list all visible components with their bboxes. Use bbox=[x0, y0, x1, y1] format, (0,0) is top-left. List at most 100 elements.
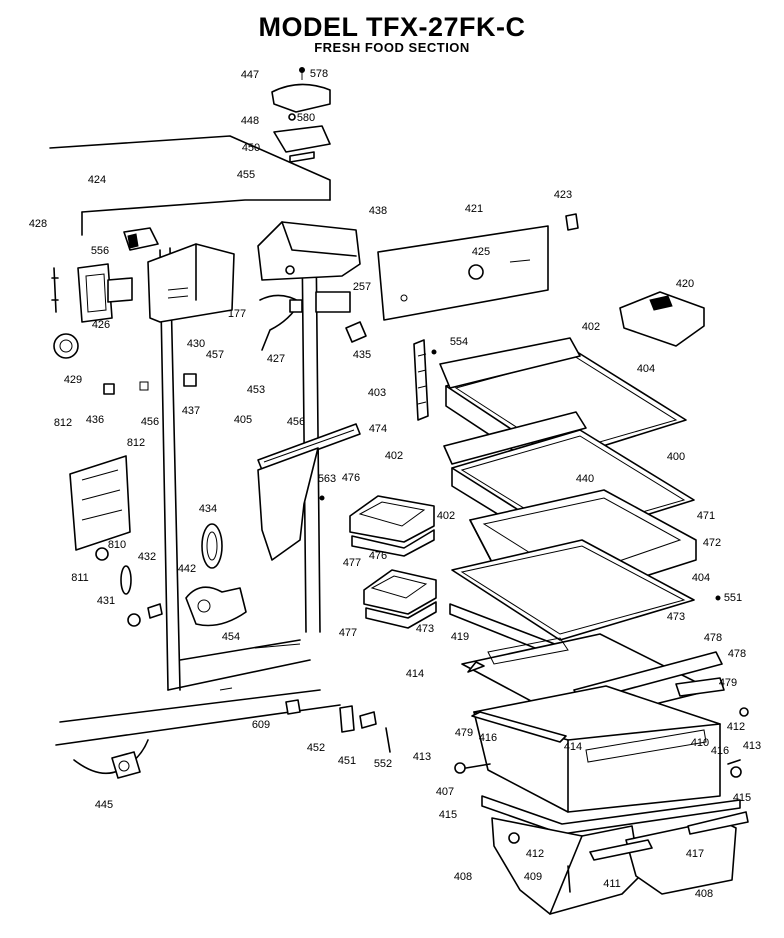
part-label-447: 447 bbox=[241, 69, 259, 81]
part-label-408: 408 bbox=[695, 888, 713, 900]
control-panel bbox=[377, 213, 579, 321]
part-label-415: 415 bbox=[733, 792, 751, 804]
part-label-403: 403 bbox=[368, 387, 386, 399]
part-label-414: 414 bbox=[406, 668, 424, 680]
part-label-472: 472 bbox=[703, 537, 721, 549]
part-callouts: 447 578 448 580 450 455 424 438 421 423 428 556 425 4… bbox=[29, 68, 761, 900]
part-label-402: 402 bbox=[385, 450, 403, 462]
part-label-451: 451 bbox=[338, 755, 356, 767]
lower-shelf bbox=[449, 539, 695, 659]
part-label-402: 402 bbox=[582, 321, 600, 333]
control-housing bbox=[147, 243, 235, 323]
part-label-405: 405 bbox=[234, 414, 252, 426]
part-label-430: 430 bbox=[187, 338, 205, 350]
part-label-810: 810 bbox=[108, 539, 126, 551]
switch-and-harness bbox=[259, 291, 367, 351]
part-label-476: 476 bbox=[369, 550, 387, 562]
part-label-413: 413 bbox=[743, 740, 761, 752]
part-label-257: 257 bbox=[353, 281, 371, 293]
part-label-407: 407 bbox=[436, 786, 454, 798]
part-label-554: 554 bbox=[450, 336, 468, 348]
part-label-417: 417 bbox=[686, 848, 704, 860]
fan-motor-parts bbox=[120, 523, 247, 627]
part-label-415: 415 bbox=[439, 809, 457, 821]
part-label-414: 414 bbox=[564, 741, 582, 753]
light-housing-assembly bbox=[271, 67, 331, 163]
part-label-416: 416 bbox=[479, 732, 497, 744]
small-bins bbox=[349, 495, 437, 629]
part-label-453: 453 bbox=[247, 384, 265, 396]
part-label-429: 429 bbox=[64, 374, 82, 386]
part-label-423: 423 bbox=[554, 189, 572, 201]
part-label-421: 421 bbox=[465, 203, 483, 215]
part-label-578: 578 bbox=[310, 68, 328, 80]
part-label-609: 609 bbox=[252, 719, 270, 731]
part-label-411: 411 bbox=[603, 878, 621, 890]
part-label-442: 442 bbox=[178, 563, 196, 575]
part-label-408: 408 bbox=[454, 871, 472, 883]
part-label-435: 435 bbox=[353, 349, 371, 361]
part-label-404: 404 bbox=[637, 363, 655, 375]
part-label-437: 437 bbox=[182, 405, 200, 417]
part-label-450: 450 bbox=[242, 142, 260, 154]
thermostat-parts bbox=[51, 263, 197, 395]
part-label-456: 456 bbox=[287, 416, 305, 428]
part-label-413: 413 bbox=[413, 751, 431, 763]
part-label-432: 432 bbox=[138, 551, 156, 563]
part-label-474: 474 bbox=[369, 423, 387, 435]
heater-plate bbox=[69, 455, 131, 561]
part-label-456: 456 bbox=[141, 416, 159, 428]
part-label-479: 479 bbox=[455, 727, 473, 739]
part-label-427: 427 bbox=[267, 353, 285, 365]
part-label-477: 477 bbox=[339, 627, 357, 639]
part-label-426: 426 bbox=[92, 319, 110, 331]
part-label-425: 425 bbox=[472, 246, 490, 258]
part-label-552: 552 bbox=[374, 758, 392, 770]
part-label-580: 580 bbox=[297, 112, 315, 124]
part-label-476: 476 bbox=[342, 472, 360, 484]
part-label-551: 551 bbox=[724, 592, 742, 604]
part-label-473: 473 bbox=[667, 611, 685, 623]
part-label-445: 445 bbox=[95, 799, 113, 811]
part-label-412: 412 bbox=[727, 721, 745, 733]
page-subtitle: FRESH FOOD SECTION bbox=[314, 40, 470, 55]
part-label-412: 412 bbox=[526, 848, 544, 860]
part-label-404: 404 bbox=[692, 572, 710, 584]
part-label-416: 416 bbox=[711, 745, 729, 757]
part-label-812: 812 bbox=[54, 417, 72, 429]
power-cord bbox=[73, 739, 149, 779]
part-label-478: 478 bbox=[704, 632, 722, 644]
part-label-400: 400 bbox=[667, 451, 685, 463]
part-label-410: 410 bbox=[691, 737, 709, 749]
part-label-436: 436 bbox=[86, 414, 104, 426]
lower-drawers bbox=[491, 811, 749, 915]
fan-shroud bbox=[257, 221, 361, 281]
part-label-811: 811 bbox=[71, 572, 89, 584]
part-label-457: 457 bbox=[206, 349, 224, 361]
part-label-428: 428 bbox=[29, 218, 47, 230]
part-label-556: 556 bbox=[91, 245, 109, 257]
part-label-452: 452 bbox=[307, 742, 325, 754]
part-label-409: 409 bbox=[524, 871, 542, 883]
part-label-434: 434 bbox=[199, 503, 217, 515]
part-label-438: 438 bbox=[369, 205, 387, 217]
part-label-431: 431 bbox=[97, 595, 115, 607]
part-label-477: 477 bbox=[343, 557, 361, 569]
part-label-177: 177 bbox=[228, 308, 246, 320]
part-label-455: 455 bbox=[237, 169, 255, 181]
hardware bbox=[285, 349, 749, 778]
part-label-448: 448 bbox=[241, 115, 259, 127]
part-label-812: 812 bbox=[127, 437, 145, 449]
part-label-471: 471 bbox=[697, 510, 715, 522]
air-duct bbox=[257, 423, 361, 561]
part-label-419: 419 bbox=[451, 631, 469, 643]
part-label-473: 473 bbox=[416, 623, 434, 635]
part-label-454: 454 bbox=[222, 631, 240, 643]
part-label-479: 479 bbox=[719, 677, 737, 689]
part-label-424: 424 bbox=[88, 174, 106, 186]
part-label-402: 402 bbox=[437, 510, 455, 522]
part-label-478: 478 bbox=[728, 648, 746, 660]
part-label-420: 420 bbox=[676, 278, 694, 290]
part-label-440: 440 bbox=[576, 473, 594, 485]
